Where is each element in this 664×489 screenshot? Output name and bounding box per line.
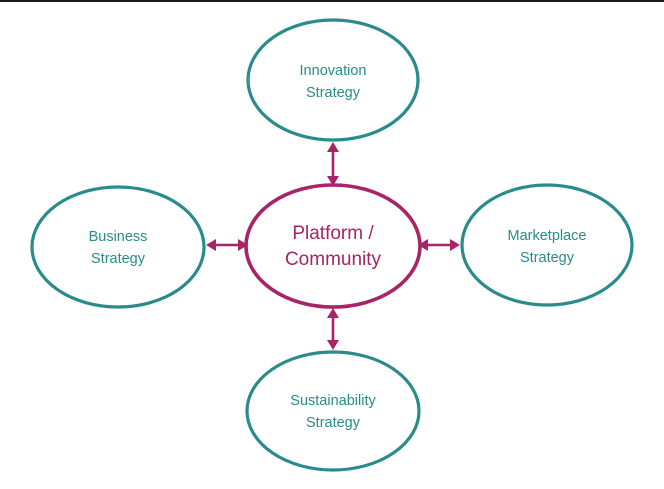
node-right: Marketplace Strategy — [460, 183, 634, 307]
arrowhead-right-right — [450, 239, 460, 251]
node-center-label-line1: Platform / — [292, 223, 374, 244]
arrowhead-right-left — [418, 239, 428, 251]
node-left: Business Strategy — [30, 185, 206, 309]
node-top-ellipse — [246, 18, 420, 142]
top-border-line — [0, 0, 664, 2]
node-left-label-line2: Strategy — [91, 251, 146, 267]
node-top: Innovation Strategy — [246, 18, 420, 142]
arrowhead-top-up — [327, 142, 339, 152]
arrowhead-left-left — [206, 239, 216, 251]
node-center-label-line2: Community — [285, 249, 382, 270]
arrowhead-top-down — [327, 176, 339, 186]
arrowhead-left-right — [238, 239, 248, 251]
node-bottom-label-line1: Sustainability — [290, 393, 376, 409]
node-bottom-label-line2: Strategy — [306, 415, 361, 431]
node-top-label-line1: Innovation — [300, 63, 367, 79]
node-left-label-line1: Business — [89, 229, 148, 245]
node-top-label-line2: Strategy — [306, 85, 361, 101]
arrowhead-bottom-up — [327, 308, 339, 318]
node-center: Platform / Community — [244, 183, 422, 309]
node-left-ellipse — [30, 185, 206, 309]
arrowhead-bottom-down — [327, 340, 339, 350]
node-center-ellipse — [244, 183, 422, 309]
connectors — [206, 142, 460, 350]
node-right-label-line2: Strategy — [520, 250, 575, 266]
node-right-ellipse — [460, 183, 634, 307]
node-bottom: Sustainability Strategy — [245, 350, 421, 472]
node-bottom-ellipse — [245, 350, 421, 472]
node-right-label-line1: Marketplace — [508, 228, 587, 244]
